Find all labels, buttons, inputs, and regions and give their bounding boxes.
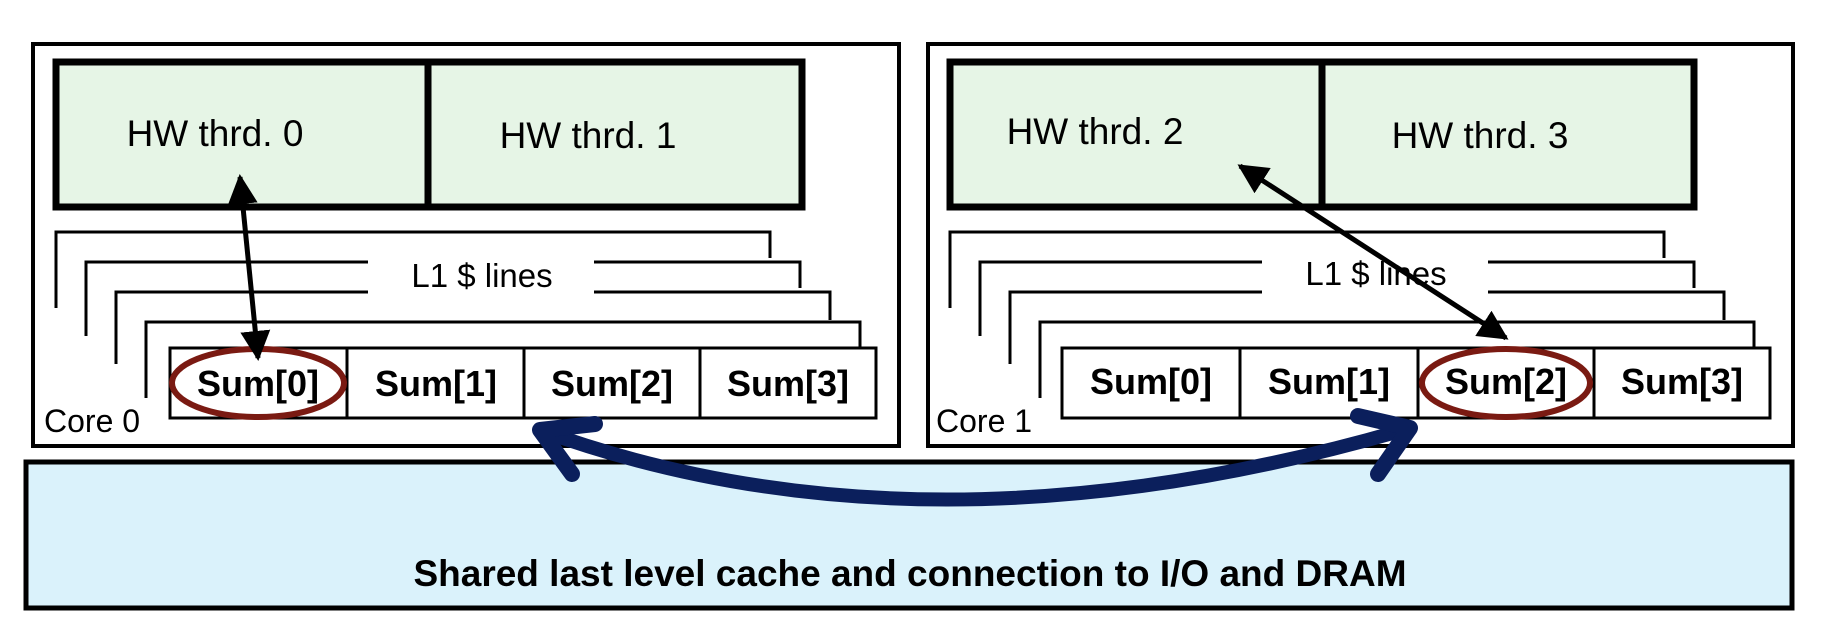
- shared-cache-box: [23, 459, 1795, 611]
- core-1-sum-row: Sum[0] Sum[1] Sum[2] Sum[3]: [1060, 346, 1772, 420]
- hw-thread-2-label: HW thrd. 2: [1007, 111, 1184, 152]
- coherence-arrow: [532, 408, 1418, 507]
- core-0-threads: HW thrd. 0 HW thrd. 1: [52, 58, 806, 211]
- coherence-arrowhead-right: [1350, 408, 1418, 482]
- core-1: HW thrd. 2 HW thrd. 3 L1 $ lines Sum[0] …: [926, 42, 1795, 448]
- core-0-label: Core 0: [44, 403, 140, 439]
- core-1-sum-1: Sum[1]: [1268, 361, 1390, 402]
- hw-thread-1-box: [424, 58, 806, 211]
- core-1-threads: HW thrd. 2 HW thrd. 3: [946, 58, 1698, 211]
- coherence-arrowhead-left: [532, 416, 603, 482]
- core-0-l1-label: L1 $ lines: [411, 257, 552, 294]
- shared-cache: Shared last level cache and connection t…: [23, 459, 1795, 611]
- core-1-sum-0: Sum[0]: [1090, 361, 1212, 402]
- hw-thread-0-label: HW thrd. 0: [127, 113, 304, 154]
- core-0-sum-row: Sum[0] Sum[1] Sum[2] Sum[3]: [168, 346, 878, 420]
- hw-thread-3-label: HW thrd. 3: [1392, 115, 1569, 156]
- core-1-label: Core 1: [936, 403, 1032, 439]
- core-1-access-arrow: [1237, 163, 1509, 341]
- core-0-access-arrow: [227, 174, 271, 361]
- core-0-sum-3: Sum[3]: [727, 363, 849, 404]
- core-1-highlight-ring: [1419, 346, 1593, 420]
- core-0-sum-1: Sum[1]: [375, 363, 497, 404]
- coherence-arrow-curve: [533, 421, 1417, 507]
- core-1-sum-3: Sum[3]: [1621, 361, 1743, 402]
- core-0-sum-0: Sum[0]: [197, 363, 319, 404]
- hw-thread-1-label: HW thrd. 1: [500, 115, 677, 156]
- core-1-sum-2: Sum[2]: [1445, 361, 1567, 402]
- shared-cache-label: Shared last level cache and connection t…: [413, 553, 1406, 594]
- core-0: HW thrd. 0 HW thrd. 1 L1 $ lines Sum[0] …: [31, 42, 901, 448]
- core-0-sum-2: Sum[2]: [551, 363, 673, 404]
